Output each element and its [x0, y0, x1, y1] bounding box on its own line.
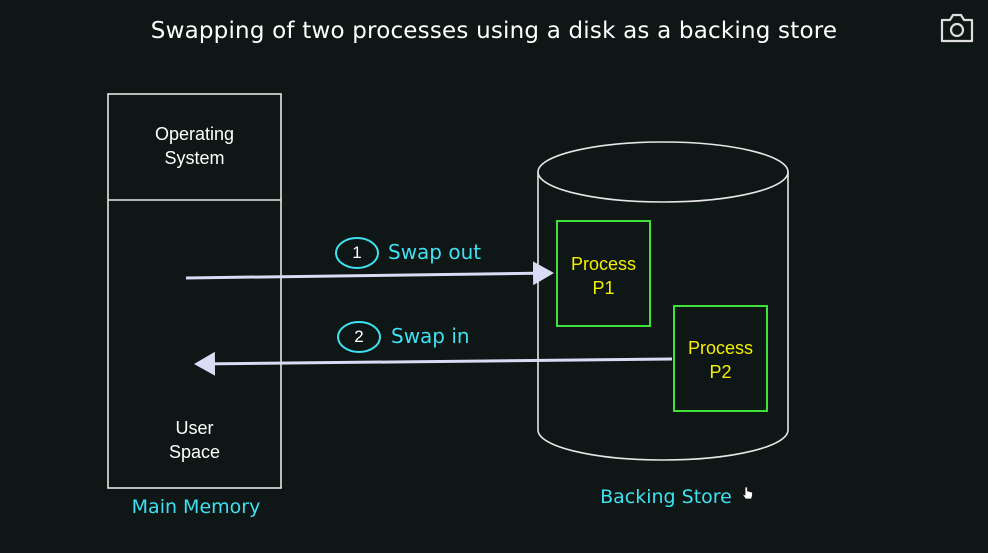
diagram-title: Swapping of two processes using a disk a…	[150, 18, 838, 44]
user-space-label: User Space	[168, 418, 221, 462]
camera-icon[interactable]	[939, 12, 975, 44]
process-p2-label: Process P2	[687, 338, 754, 382]
process-p1-label: Process P1	[570, 254, 637, 298]
swap-out-label: Swap out	[388, 240, 482, 264]
swap-in-number: 2	[354, 327, 364, 346]
process-p2-box	[673, 305, 768, 412]
os-label: Operating System	[154, 124, 235, 168]
swap-in-arrow	[194, 351, 673, 376]
swap-in-number-badge	[337, 321, 381, 353]
hand-cursor-icon	[742, 486, 753, 500]
backing-store-cylinder	[537, 141, 789, 461]
process-p1-box	[556, 220, 651, 327]
backing-store-caption: Backing Store	[600, 486, 732, 508]
swap-out-number: 1	[352, 243, 362, 262]
main-memory-caption: Main Memory	[131, 496, 261, 518]
swap-in-label: Swap in	[391, 324, 470, 348]
swap-out-arrow	[185, 261, 554, 286]
main-memory-box	[107, 93, 282, 489]
swap-out-number-badge	[335, 237, 379, 269]
